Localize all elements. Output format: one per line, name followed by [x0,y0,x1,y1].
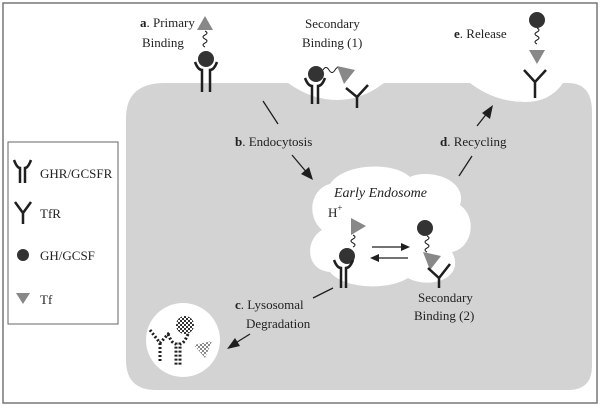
gh-ligand-icon [529,12,545,28]
tf-triangle-icon [351,218,366,235]
degraded-receptor-icon [166,333,190,366]
linker-wave-icon [350,234,356,248]
tfr-receptor-icon [523,69,547,98]
tf-triangle-icon [197,16,213,30]
tfr-receptor-icon [13,201,33,224]
gh-ligand-icon [339,248,355,264]
primary-binding-complex [193,16,219,92]
ghr-gcsfr-receptor-icon [12,159,33,183]
recycling-arrowhead [482,105,493,119]
endocytosis-arrow-line [262,100,279,125]
endosome-title: Early Endosome [333,186,427,201]
degradation-arrowhead [227,338,240,349]
linker-wave-icon [534,27,540,45]
gh-ligand-icon [308,66,324,82]
ghr-receptor-icon [193,61,219,92]
step-e-label: e. Release [454,26,507,41]
degraded-tfr-icon [148,329,172,362]
tf-triangle-icon [423,252,441,270]
linker-wave-icon [202,30,208,48]
proton-label: H+ [328,203,342,220]
legend: GHR/GCSFR TfR GH/GCSF Tf [7,141,119,325]
degradation-arrow-upper [312,287,334,299]
degraded-tf-icon [194,341,212,358]
tf-triangle-icon [337,66,355,84]
gh-ligand-icon [198,51,214,67]
secondary-binding-1-label: Secondary [305,16,360,31]
legend-label-tf: Tf [40,292,53,307]
secondary-binding-1-label-line2: Binding (1) [302,35,362,50]
linker-wave-icon [424,235,430,253]
secondary-binding-2-label: Secondary [418,290,473,305]
tf-triangle-icon [529,50,545,64]
equilibrium-arrows [370,243,410,262]
legend-label-gh: GH/GCSF [40,248,95,263]
step-b-label: b. Endocytosis [235,134,312,149]
endosome-tfr-complex [417,220,451,288]
endosome-ghr-complex [332,218,366,288]
endocytosis-arrowhead [301,167,313,180]
step-a-label-line2: Binding [142,35,184,50]
ghr-receptor-icon [303,77,327,104]
degraded-ligand-icon [176,316,194,334]
tf-ligand-icon [16,293,30,304]
tfr-receptor-icon [427,263,451,288]
step-c-label: c. Lysosomal [235,297,304,312]
gh-ligand-icon [417,220,433,236]
step-a-label: a. Primary [140,15,195,30]
step-c-label-line2: Degradation [246,316,311,331]
legend-label-tfr: TfR [40,206,61,221]
lysosome [146,303,220,377]
secondary-binding-2-label-line2: Binding (2) [414,308,474,323]
degraded-fragments [148,316,212,366]
recycling-arrow-lower [458,155,473,177]
legend-label-ghr: GHR/GCSFR [40,166,113,181]
gh-gcsf-ligand-icon [17,249,29,261]
secondary-binding-1-complex [303,66,369,108]
step-d-label: d. Recycling [440,134,507,149]
ghr-receptor-icon [332,259,355,288]
release-complex [523,12,547,98]
tfr-receptor-icon [345,84,369,108]
